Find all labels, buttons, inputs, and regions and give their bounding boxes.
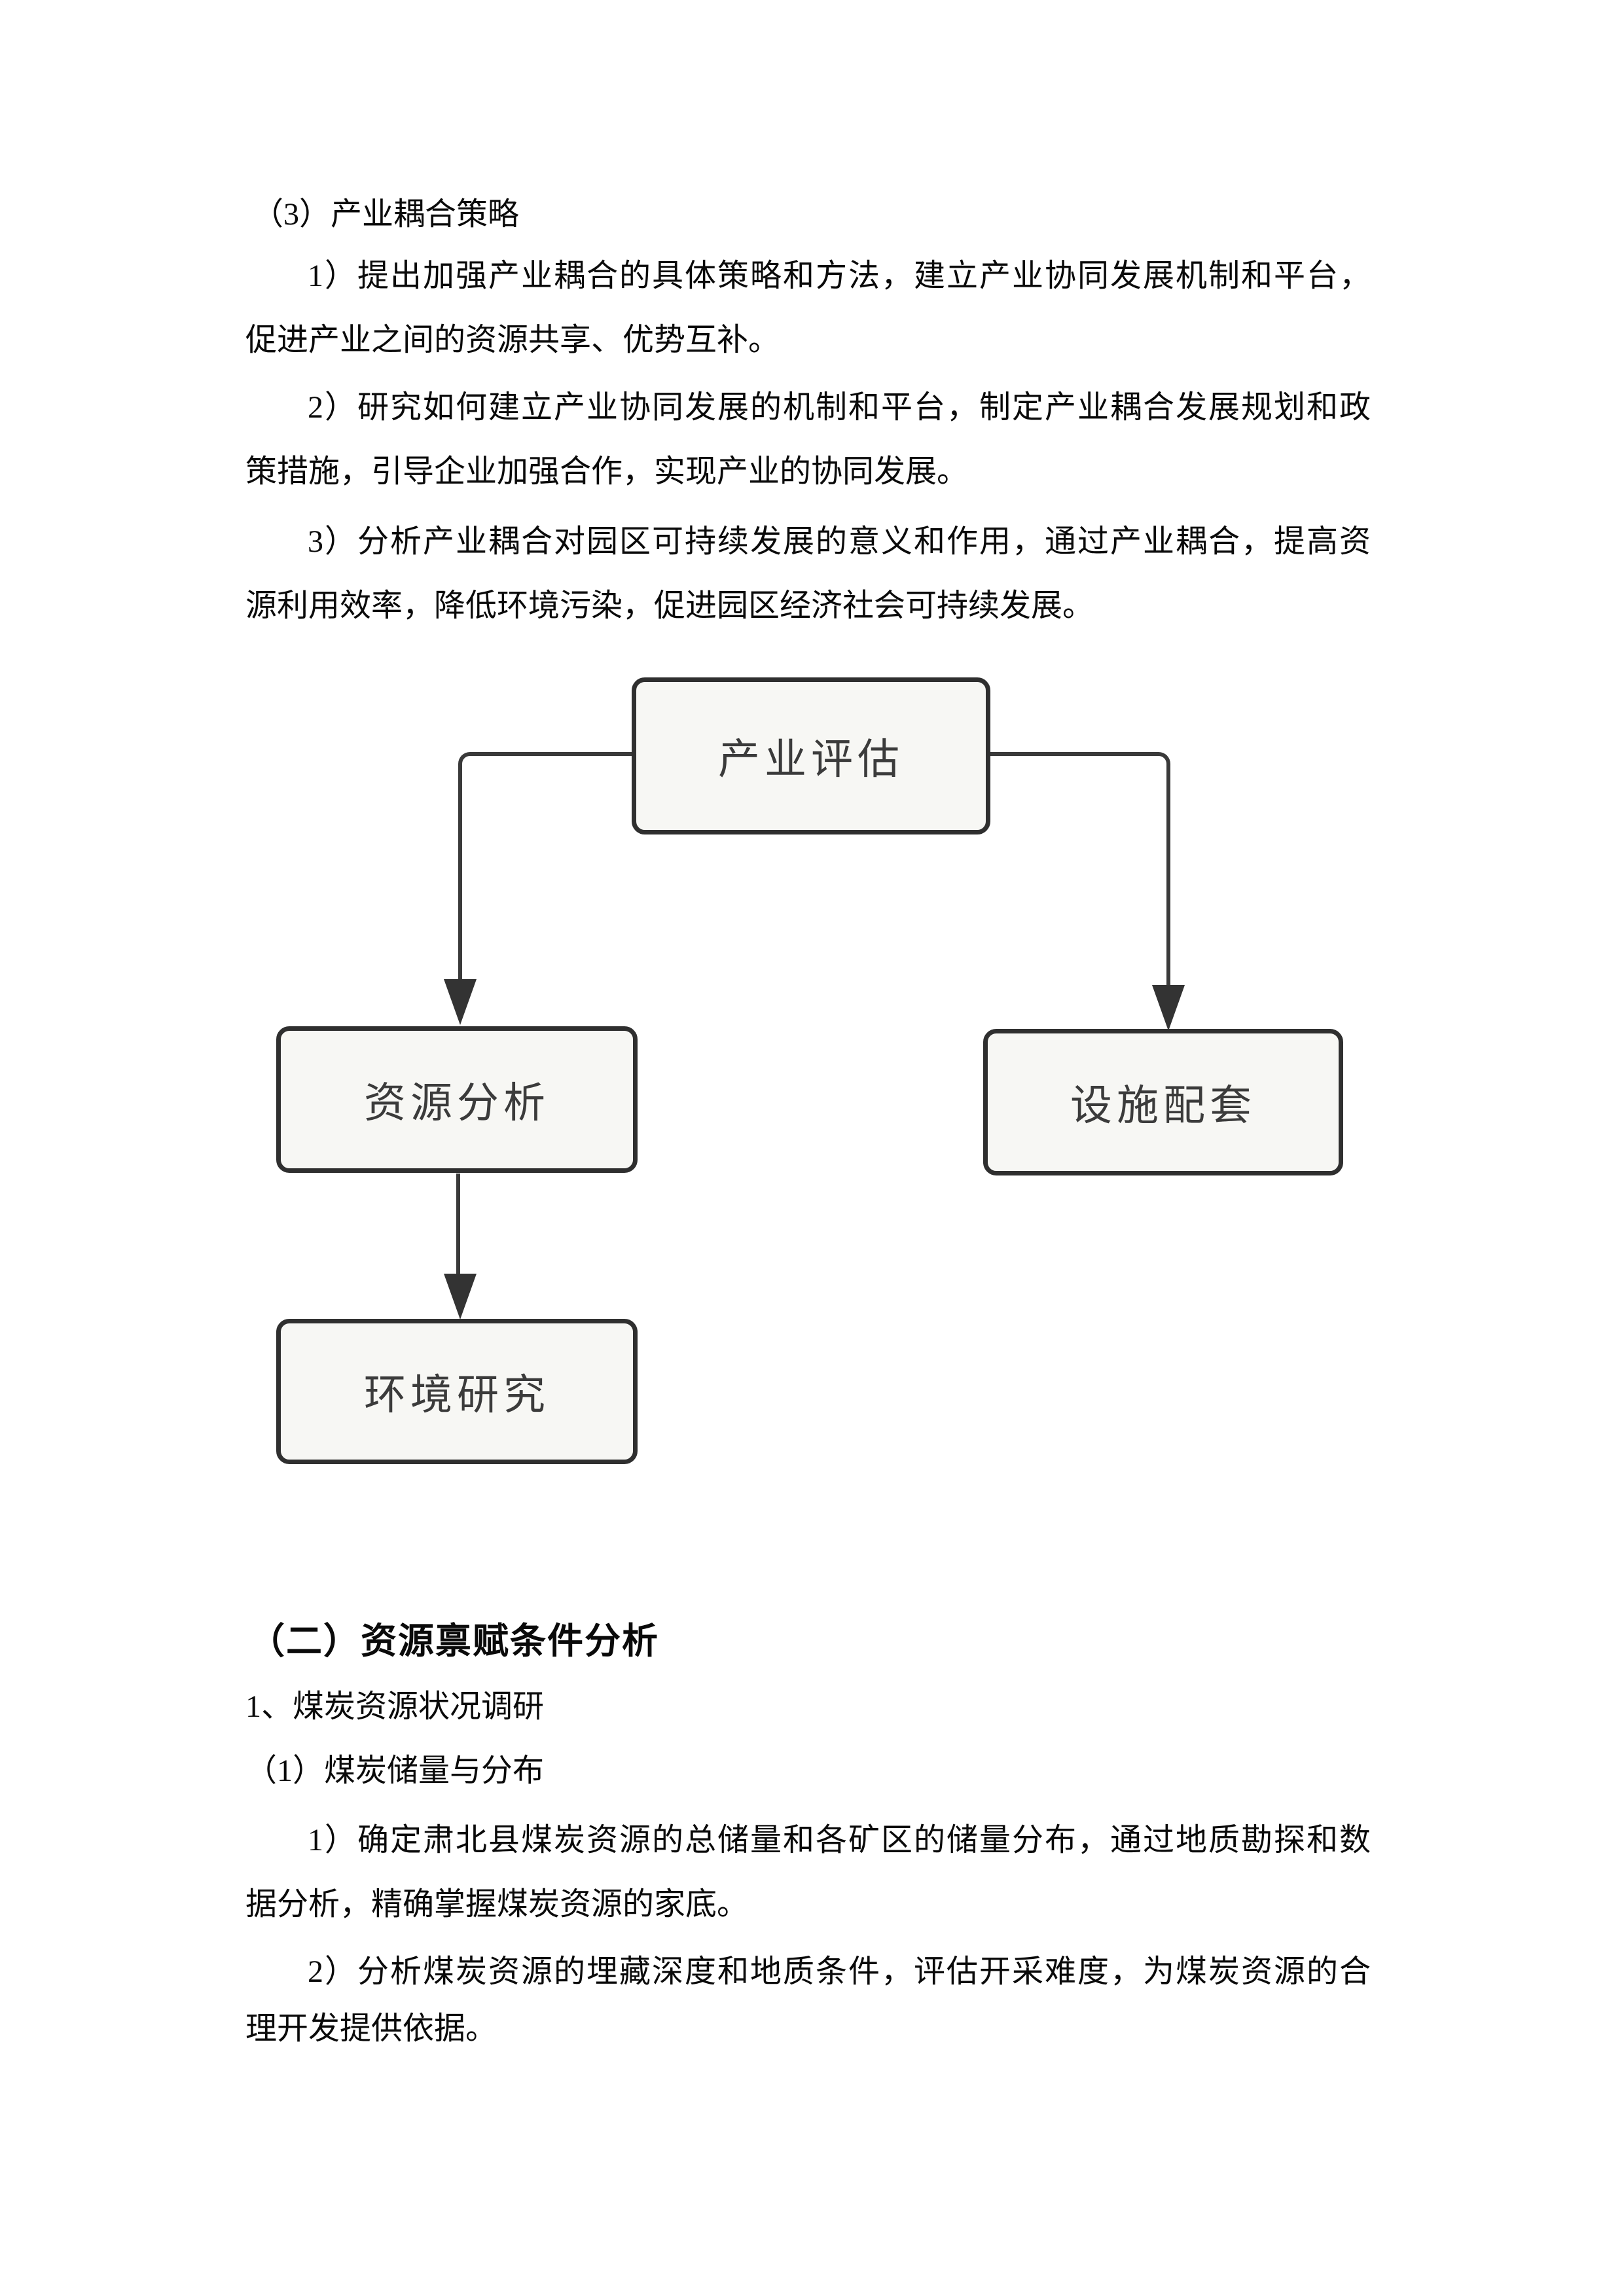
para5-line1: 2）分析煤炭资源的埋藏深度和地质条件，评估开采难度，为煤炭资源的合: [308, 1954, 1373, 1989]
heading-industry-coupling-strategy: （3）产业耦合策略: [252, 197, 520, 232]
para3-line1: 3）分析产业耦合对园区可持续发展的意义和作用，通过产业耦合，提高资: [308, 524, 1373, 559]
flow-node-environment-research: 环境研究: [276, 1319, 638, 1464]
arrowhead-resource-analysis: [444, 979, 477, 1025]
para4-line1: 1）确定肃北县煤炭资源的总储量和各矿区的储量分布，通过地质勘探和数: [308, 1823, 1373, 1857]
para2-line1: 2）研究如何建立产业协同发展的机制和平台，制定产业耦合发展规划和政: [308, 390, 1373, 425]
para5-line2: 理开发提供依据。: [245, 2011, 497, 2046]
connector-top-to-right: [990, 752, 1170, 1020]
heading-coal-reserves-distribution: （1）煤炭储量与分布: [245, 1753, 545, 1788]
heading-resource-endowment-analysis: （二）资源禀赋条件分析: [249, 1621, 660, 1661]
flow-node-resource-analysis-label: 资源分析: [364, 1080, 550, 1126]
flow-node-facility-support: 设施配套: [983, 1029, 1343, 1175]
para3-line2: 源利用效率，降低环境污染，促进园区经济社会可持续发展。: [245, 588, 1094, 623]
para4-line2: 据分析，精确掌握煤炭资源的家底。: [245, 1887, 749, 1922]
para1-line2: 促进产业之间的资源共享、优势互补。: [245, 323, 780, 357]
para2-line2: 策措施，引导企业加强合作，实现产业的协同发展。: [245, 454, 969, 489]
flow-node-environment-research-label: 环境研究: [364, 1372, 550, 1418]
para1-line1: 1）提出加强产业耦合的具体策略和方法，建立产业协同发展机制和平台，: [308, 259, 1373, 293]
flow-node-resource-analysis: 资源分析: [276, 1026, 638, 1173]
connector-top-to-left: [458, 752, 632, 1014]
arrowhead-environment-research: [444, 1274, 477, 1319]
connector-left-to-bottom: [456, 1174, 460, 1278]
flow-node-industry-assessment-label: 产业评估: [718, 736, 904, 783]
arrowhead-facility-support: [1152, 985, 1185, 1031]
flow-node-facility-support-label: 设施配套: [1070, 1083, 1256, 1129]
heading-coal-resource-survey: 1、煤炭资源状况调研: [245, 1689, 545, 1724]
flow-node-industry-assessment: 产业评估: [632, 677, 990, 834]
